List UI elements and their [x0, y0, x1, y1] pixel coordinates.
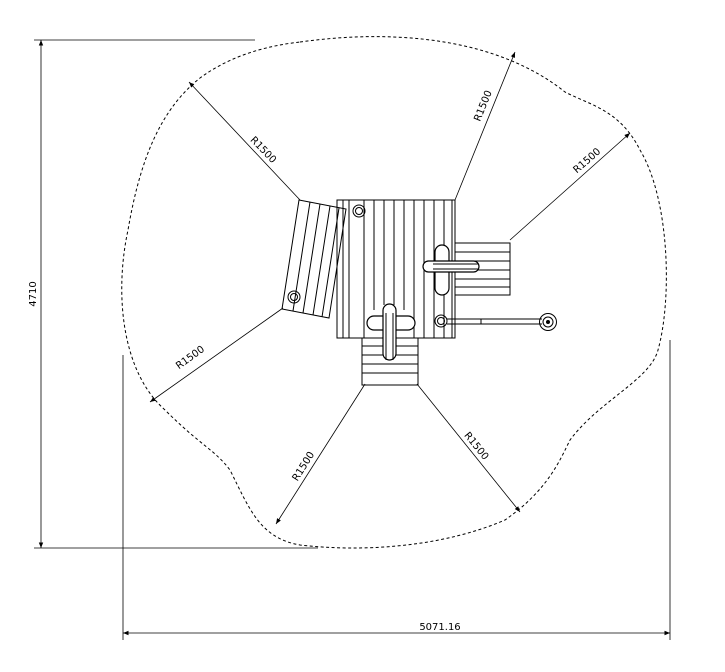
radius-leader-top-left: [188, 81, 301, 201]
radius-leader-right: [509, 132, 631, 241]
width-dimension-label: 5071.16: [419, 622, 460, 633]
radius-label-left: R1500: [174, 344, 207, 372]
radius-label-top: R1500: [473, 89, 495, 123]
safety-zone-outline: [121, 36, 667, 549]
radius-label-bottom-left: R1500: [291, 450, 318, 483]
height-dimension: 4710: [28, 39, 318, 549]
right-pole-barrier: [422, 244, 480, 296]
radius-leaders: [149, 51, 631, 525]
left-panel-post: [287, 290, 301, 304]
radius-label-top-left: R1500: [248, 135, 278, 166]
height-dimension-label: 4710: [28, 281, 39, 306]
left-slanted-panel: [281, 199, 347, 319]
bottom-pole-barrier: [366, 303, 416, 361]
steering-wheel-icon: [539, 313, 557, 331]
radius-leader-top: [454, 51, 516, 201]
deck-posts: [352, 204, 448, 328]
post-bottom-right: [434, 314, 448, 328]
radius-leader-left: [149, 307, 284, 403]
post-top-left: [352, 204, 366, 218]
width-dimension: 5071.16: [122, 340, 671, 640]
radius-leader-bottom-left: [275, 383, 366, 525]
steering-wheel-attachment: [447, 313, 557, 331]
radius-labels: R1500 R1500 R1500 R1500 R1500 R1500: [174, 89, 603, 483]
radius-leader-bottom-right: [416, 383, 521, 513]
